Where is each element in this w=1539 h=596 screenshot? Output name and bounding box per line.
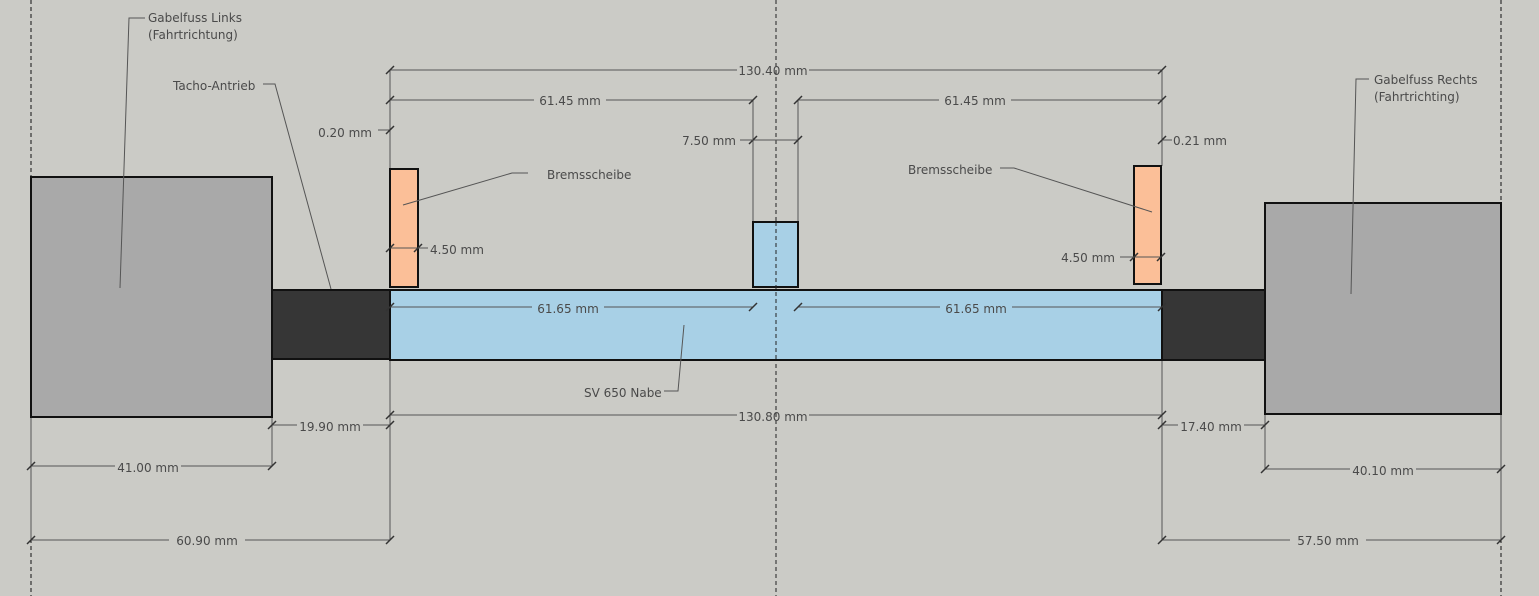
dim-right-spacer: 17.40 mm xyxy=(1180,420,1242,434)
dim-left-top: 61.45 mm xyxy=(539,94,601,108)
dimension-tick xyxy=(1157,95,1167,105)
brake-disc-right[interactable] xyxy=(1133,165,1162,285)
dimension-tick xyxy=(385,535,395,545)
dimension-tick xyxy=(385,410,395,420)
dim-hub-left: 61.65 mm xyxy=(537,302,599,316)
dimension-tick xyxy=(385,302,395,312)
dim-hub-total: 130.80 mm xyxy=(738,410,807,424)
label-fork-right-1: Gabelfuss Rechts xyxy=(1374,73,1477,87)
dimension-tick xyxy=(748,95,758,105)
leader-fork-right xyxy=(1350,78,1369,295)
dimension-tick xyxy=(793,302,803,312)
dimension-tick xyxy=(385,243,395,253)
leader-brake-left xyxy=(402,172,528,206)
right-spacer[interactable] xyxy=(1161,289,1266,361)
dimension-tick xyxy=(793,95,803,105)
leader-tacho xyxy=(263,83,332,290)
leader-fork-left xyxy=(119,17,145,289)
fork-left[interactable] xyxy=(30,176,273,418)
dimension-tick xyxy=(1157,410,1167,420)
label-brake-right: Bremsscheibe xyxy=(908,163,992,177)
label-fork-left-2: (Fahrtrichtung) xyxy=(148,28,238,42)
label-fork-left-1: Gabelfuss Links xyxy=(148,11,242,25)
dim-right-total: 57.50 mm xyxy=(1297,534,1359,548)
label-tacho: Tacho-Antrieb xyxy=(172,79,255,93)
dimension-tick xyxy=(1260,464,1270,474)
dim-tacho-width: 19.90 mm xyxy=(299,420,361,434)
dimension-tick xyxy=(385,65,395,75)
dim-fork-right-width: 40.10 mm xyxy=(1352,464,1414,478)
dim-left-total: 60.90 mm xyxy=(176,534,238,548)
leader-hub xyxy=(664,324,685,392)
dimension-tick xyxy=(26,535,36,545)
dimension-tick xyxy=(1157,302,1167,312)
dim-total-top: 130.40 mm xyxy=(738,64,807,78)
dim-spacer: 7.50 mm xyxy=(682,134,736,148)
dimension-tick xyxy=(385,420,395,430)
dimension-tick xyxy=(385,95,395,105)
dimension-tick xyxy=(385,125,395,135)
dimension-tick xyxy=(1157,135,1167,145)
dimension-tick xyxy=(26,461,36,471)
dim-fork-left-width: 41.00 mm xyxy=(117,461,179,475)
dimension-tick xyxy=(267,420,277,430)
dim-disc-left: 4.50 mm xyxy=(430,243,484,257)
dim-gap-right: 0.21 mm xyxy=(1173,134,1227,148)
dim-disc-right: 4.50 mm xyxy=(1061,251,1115,265)
dimension-tick xyxy=(1496,464,1506,474)
dim-gap-left: 0.20 mm xyxy=(318,126,372,140)
dim-right-top: 61.45 mm xyxy=(944,94,1006,108)
dimension-tick xyxy=(1496,535,1506,545)
dim-hub-right: 61.65 mm xyxy=(945,302,1007,316)
label-hub: SV 650 Nabe xyxy=(584,386,662,400)
dimension-tick xyxy=(748,302,758,312)
dimension-tick xyxy=(1157,65,1167,75)
dimension-tick xyxy=(1157,420,1167,430)
dimension-tick xyxy=(793,135,803,145)
dimension-tick xyxy=(1156,252,1166,262)
label-fork-right-2: (Fahrtrichting) xyxy=(1374,90,1460,104)
label-brake-left: Bremsscheibe xyxy=(547,168,631,182)
leader-brake-right xyxy=(1000,167,1153,213)
fork-right[interactable] xyxy=(1264,202,1502,415)
dimension-tick xyxy=(1157,535,1167,545)
dimension-tick xyxy=(1260,420,1270,430)
tacho-drive[interactable] xyxy=(271,289,391,360)
brake-disc-left[interactable] xyxy=(389,168,419,288)
dimension-tick xyxy=(267,461,277,471)
